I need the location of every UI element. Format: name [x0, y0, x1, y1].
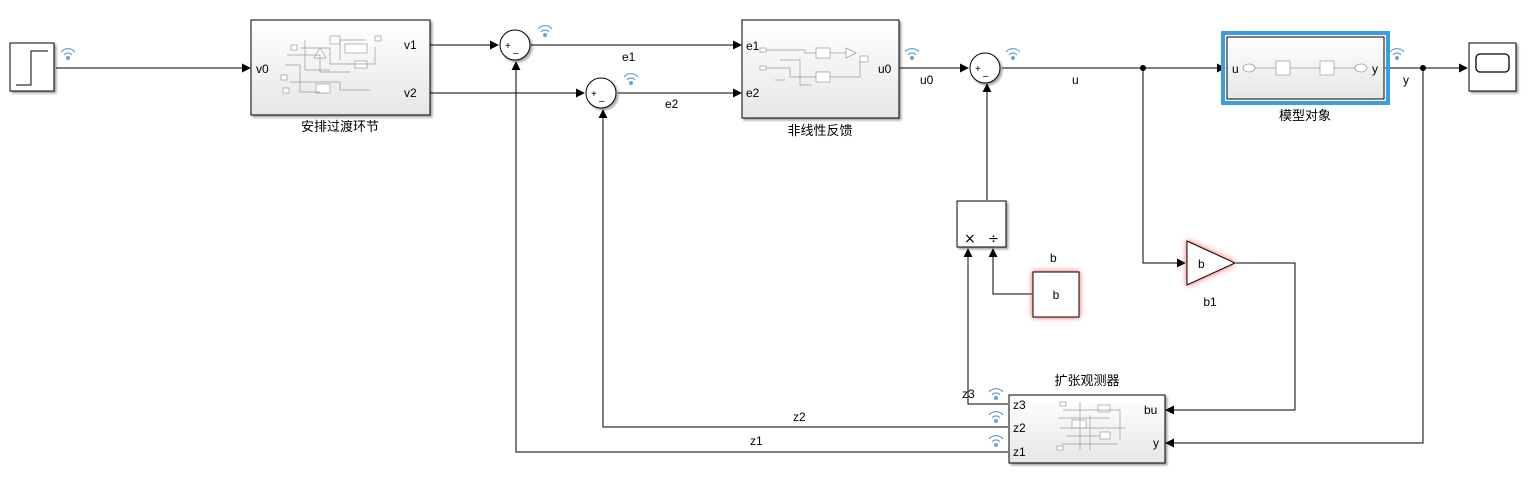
signal-marker-icon [1005, 48, 1021, 60]
nonlinear-feedback-subsystem[interactable]: e1 e2 u0 [741, 19, 900, 119]
sum2-plus: + [591, 89, 597, 100]
port-e1: e1 [746, 39, 760, 53]
signal-z1[interactable] [511, 61, 1008, 453]
port-e2: e2 [746, 86, 760, 100]
signal-label-u0: u0 [920, 73, 934, 87]
signal-marker-icon [60, 48, 76, 60]
port-v2: v2 [404, 86, 417, 100]
port-bu: bu [1144, 403, 1157, 417]
signal-marker-icon [1389, 48, 1405, 60]
const-b-name: b [1050, 251, 1057, 265]
signal-const-b[interactable] [988, 248, 1032, 295]
subsystem-thumbnail-icon [280, 35, 382, 94]
signal-marker-icon [904, 48, 920, 60]
sum3-plus: + [975, 64, 981, 75]
nonlinear-label: 非线性反馈 [787, 124, 852, 139]
eso-label: 扩张观测器 [1054, 374, 1119, 389]
sum1-minus: – [513, 48, 519, 59]
signal-y-branch[interactable] [1165, 68, 1424, 448]
sum2-minus: – [599, 96, 605, 107]
subsystem-thumbnail-icon [1056, 401, 1125, 451]
plant-label: 模型对象 [1279, 109, 1331, 124]
port-u: u [1232, 62, 1239, 76]
signal-u-branch[interactable] [1142, 68, 1186, 268]
signal-z2[interactable] [598, 109, 1008, 428]
sum-block-1[interactable]: + – [499, 29, 531, 61]
scope-block[interactable] [1468, 42, 1517, 92]
port-y-in: y [1153, 436, 1159, 450]
port-z1: z1 [1013, 445, 1026, 459]
multiply-icon: × [964, 231, 976, 247]
signal-marker-icon [623, 73, 639, 85]
selection-highlight [1221, 31, 1390, 105]
signal-label-y: y [1403, 73, 1409, 87]
port-u0: u0 [878, 62, 892, 76]
signal-marker-icon [988, 411, 1004, 423]
eso-subsystem[interactable]: z3 z2 z1 bu y [1008, 394, 1166, 464]
branch-point-u [1140, 65, 1146, 71]
sum-block-2[interactable]: + – [585, 77, 617, 109]
signal-marker-icon [988, 388, 1004, 400]
port-v0: v0 [256, 62, 269, 76]
signal-lines [56, 40, 1468, 453]
step-block[interactable] [9, 42, 55, 92]
signal-label-e1: e1 [622, 50, 636, 64]
transition-label: 安排过渡环节 [301, 119, 379, 135]
subsystem-thumbnail-icon [759, 47, 869, 86]
divide-icon: ÷ [988, 232, 999, 247]
signal-z3[interactable] [963, 248, 1008, 405]
signal-label-z3: z3 [962, 387, 975, 401]
port-z2: z2 [1013, 421, 1026, 435]
signal-label-z2: z2 [793, 410, 806, 424]
transition-subsystem[interactable]: v0 v1 v2 [250, 19, 431, 116]
signal-marker-icon [988, 435, 1004, 447]
port-y: y [1372, 62, 1378, 76]
signal-marker-icon [537, 25, 553, 37]
gain-b1-block[interactable]: b [1186, 240, 1237, 286]
gain-b1-value: b [1198, 257, 1205, 271]
scope-screen-icon [1475, 53, 1510, 73]
signal-bu[interactable] [1165, 262, 1296, 415]
signal-label-e2: e2 [665, 97, 679, 111]
sum-block-3[interactable]: + – [969, 52, 1001, 84]
signal-labels: e1 e2 u0 u y z2 z1 z3 [622, 50, 1409, 448]
gain-b1-label: b1 [1203, 295, 1217, 309]
divide-block[interactable]: × ÷ [956, 200, 1007, 248]
signal-label-z1: z1 [750, 434, 763, 448]
constant-b-block[interactable]: b [1032, 271, 1080, 318]
signal-label-u: u [1072, 73, 1079, 87]
plant-subsystem[interactable]: u y [1221, 31, 1390, 105]
port-z3: z3 [1013, 398, 1026, 412]
port-v1: v1 [404, 38, 417, 52]
subsystem-thumbnail-icon [1242, 60, 1368, 76]
sum3-minus: – [983, 71, 989, 82]
step-icon [16, 50, 48, 86]
const-b-value: b [1053, 288, 1060, 302]
sum1-plus: + [505, 41, 511, 52]
